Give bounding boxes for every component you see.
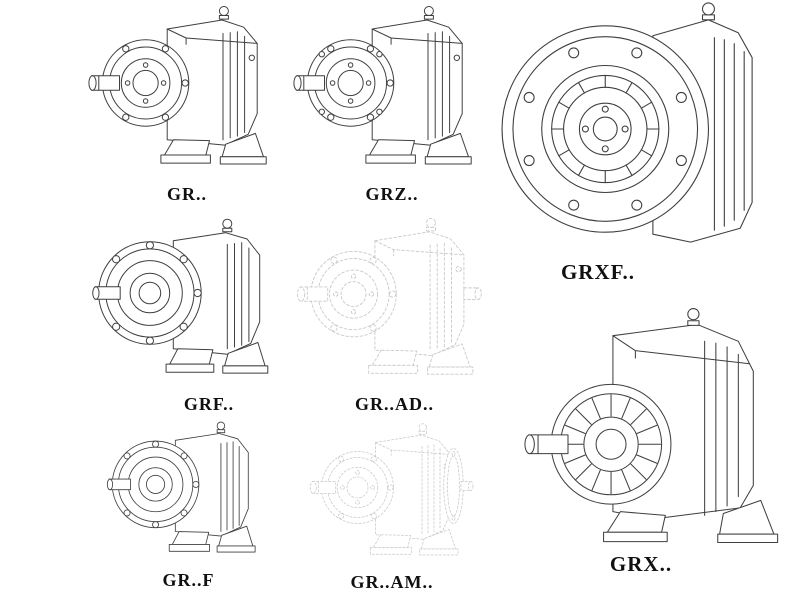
figure-label-gr-ad: GR..AD..: [355, 394, 434, 414]
gr-gearbox-drawing: [87, 2, 287, 182]
figure-label-grx: GRX..: [609, 552, 673, 576]
grx-gearbox-drawing: [497, 302, 785, 550]
figure-label-gr-f: GR..F: [162, 570, 215, 590]
figure-grx: GRX..: [496, 302, 786, 577]
figure-grf: GRF..: [84, 212, 294, 415]
input-shaft-stub: [463, 287, 482, 300]
gr-am-gearbox-drawing: [292, 420, 474, 570]
motor-adapter-flange: [443, 448, 474, 524]
figure-label-gr: GR..: [167, 184, 207, 204]
figure-gr: GR..: [82, 2, 292, 205]
grxf-gearbox-drawing: [493, 0, 783, 258]
figure-label-grf: GRF..: [183, 394, 235, 414]
grz-gearbox-drawing: [292, 2, 492, 182]
figure-gr-f: GR..F: [86, 416, 291, 591]
figure-label-gr-am: GR..AM..: [350, 572, 434, 592]
figure-gr-am: GR..AM..: [292, 420, 492, 593]
figure-label-grz: GRZ..: [365, 184, 419, 204]
front-plate-bolts: [318, 51, 383, 115]
gr-f-gearbox-drawing: [89, 416, 289, 568]
gr-ad-gearbox-drawing: [292, 214, 482, 392]
grf-gearbox-drawing: [87, 212, 292, 392]
figure-gr-ad: GR..AD..: [292, 214, 497, 415]
figure-grz: GRZ..: [292, 2, 492, 205]
figure-grxf: GRXF..: [492, 0, 784, 285]
figure-label-grxf: GRXF..: [560, 260, 636, 284]
